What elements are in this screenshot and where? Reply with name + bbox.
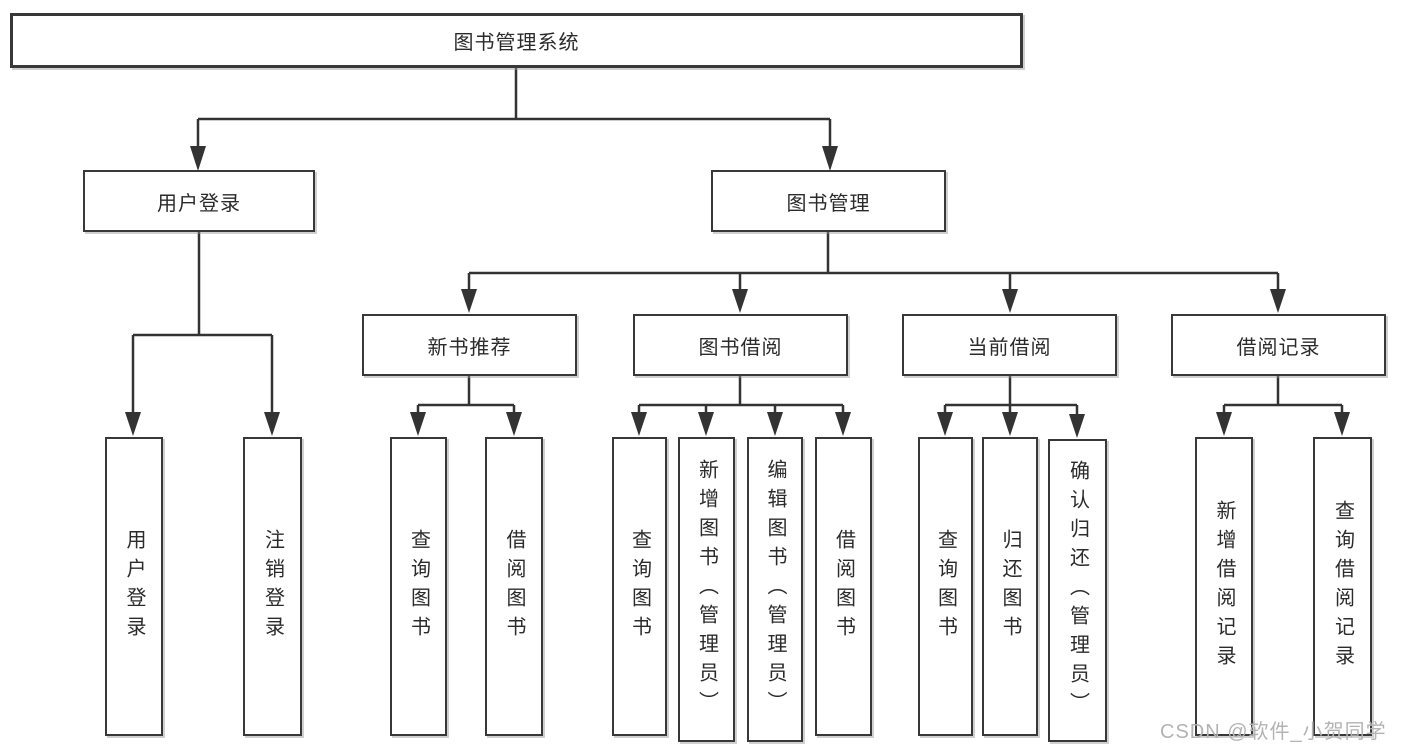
- leaf-query-borrow-record: 查询借阅记录: [1313, 437, 1372, 736]
- node-book-management: 图书管理: [711, 170, 946, 232]
- node-new-book-recommendation: 新书推荐: [362, 314, 577, 376]
- node-label: 图书管理: [786, 192, 871, 215]
- node-label: 新增借阅记录: [1213, 499, 1235, 674]
- node-label: 新增图书（管理员）: [695, 459, 718, 720]
- leaf-add-books-admin: 新增图书（管理员）: [678, 437, 735, 742]
- node-label: 借阅图书: [503, 528, 525, 645]
- node-label: 借阅图书: [832, 528, 855, 645]
- node-label: 查询图书: [934, 528, 957, 645]
- node-label: 图书借阅: [698, 336, 783, 359]
- node-current-borrowing: 当前借阅: [902, 314, 1117, 376]
- leaf-return-books: 归还图书: [982, 437, 1038, 736]
- leaf-borrow-books-borrowing: 借阅图书: [815, 437, 872, 736]
- leaf-add-borrow-record: 新增借阅记录: [1195, 437, 1253, 736]
- leaf-logout: 注销登录: [243, 437, 302, 736]
- leaf-query-books-current: 查询图书: [918, 437, 973, 736]
- node-borrowing-records: 借阅记录: [1171, 314, 1386, 376]
- arrowheads: [125, 146, 1350, 438]
- node-label: 当前借阅: [967, 336, 1052, 359]
- node-label: 归还图书: [999, 528, 1021, 645]
- node-label: 注销登录: [261, 528, 284, 645]
- node-book-management-system: 图书管理系统: [10, 13, 1023, 68]
- leaf-edit-books-admin: 编辑图书（管理员）: [747, 437, 803, 742]
- node-label: 查询借阅记录: [1331, 499, 1354, 674]
- node-label: 编辑图书（管理员）: [764, 459, 786, 720]
- node-user-login: 用户登录: [83, 170, 315, 232]
- node-label: 新书推荐: [427, 336, 512, 359]
- leaf-confirm-return-admin: 确认归还（管理员）: [1048, 439, 1107, 742]
- leaf-query-books-recommend: 查询图书: [390, 437, 447, 736]
- node-label: 确认归还（管理员）: [1066, 460, 1089, 721]
- node-label: 用户登录: [123, 528, 145, 645]
- node-label: 图书管理系统: [453, 32, 580, 54]
- node-label: 查询图书: [407, 528, 430, 645]
- leaf-user-login: 用户登录: [105, 437, 163, 736]
- node-label: 查询图书: [628, 528, 651, 645]
- leaf-query-books-borrowing: 查询图书: [612, 437, 667, 736]
- node-label: 借阅记录: [1236, 336, 1321, 359]
- watermark-text: CSDN @软件_小贺同学: [1160, 721, 1387, 743]
- leaf-borrow-books-recommend: 借阅图书: [485, 437, 543, 736]
- node-label: 用户登录: [157, 192, 241, 215]
- node-book-borrowing: 图书借阅: [633, 314, 848, 376]
